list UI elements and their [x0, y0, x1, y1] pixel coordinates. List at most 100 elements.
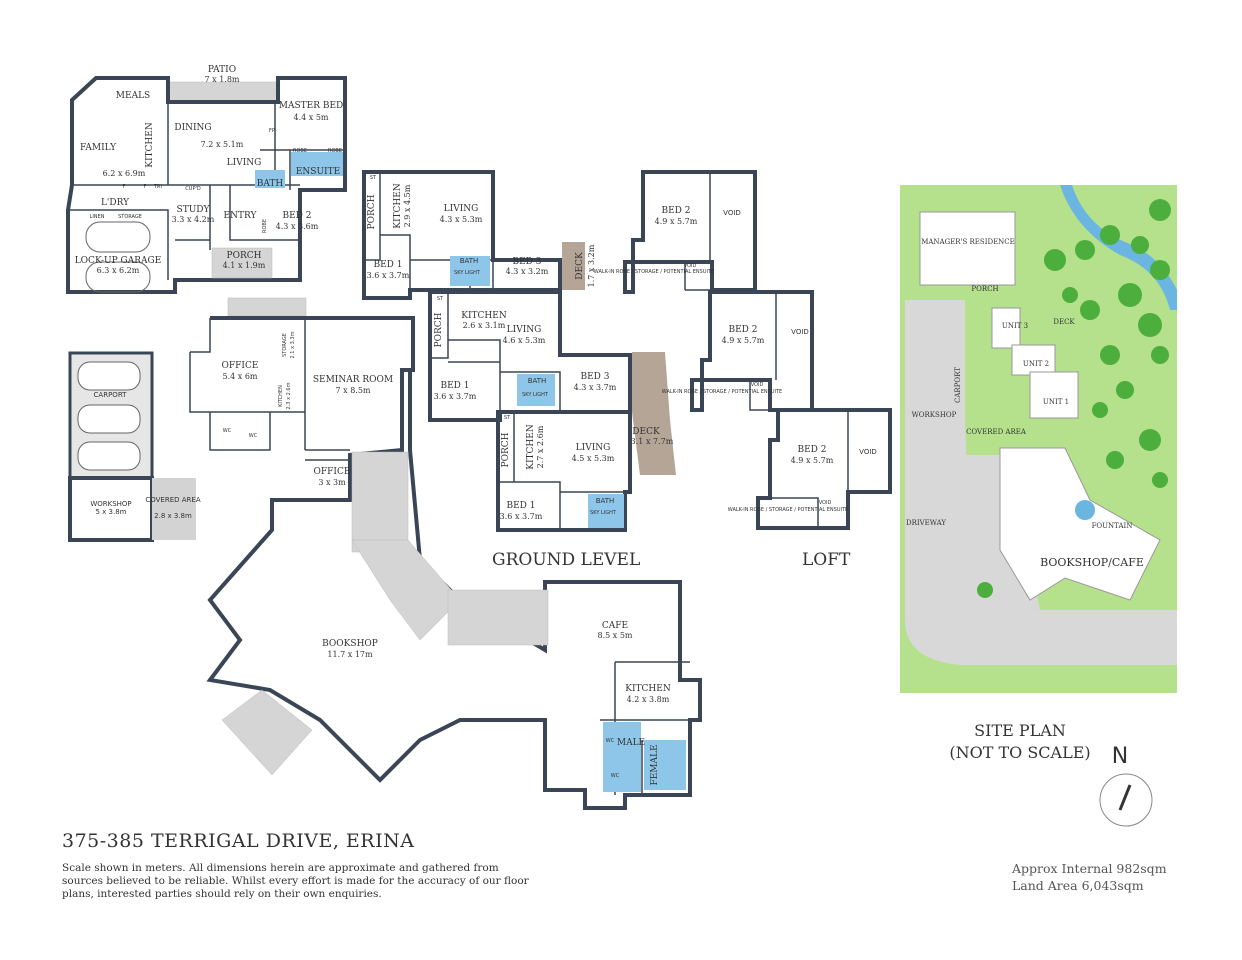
garage-cars — [85, 221, 151, 293]
unit-b-deck-label: DECK — [632, 427, 660, 437]
unit-a-deck — [562, 242, 585, 290]
workshop-dim: 5 x 3.8m — [96, 508, 127, 516]
walkway-tiles — [351, 539, 461, 641]
site-plan-subtitle: (NOT TO SCALE) — [949, 743, 1091, 762]
house-internal-walls — [68, 102, 345, 280]
commercial-kitchen-label: KITCHEN — [278, 385, 284, 407]
unit-a-bed3: BED 3 — [513, 257, 542, 267]
unit-a-porch: PORCH — [367, 194, 377, 229]
unit-b-kitchen-dim: 2.6 x 3.1m — [463, 321, 506, 330]
loft-c-bed2: BED 2 — [798, 445, 827, 455]
entry-label: ENTRY — [224, 211, 258, 221]
robe-label-1: ROBE — [293, 148, 307, 154]
loft-a-void: VOID — [723, 209, 741, 217]
ground-level-heading: GROUND LEVEL — [492, 550, 641, 570]
site-deck-label: DECK — [1053, 318, 1075, 326]
unit-a-sky: SKY LIGHT — [454, 270, 481, 276]
unit-c-bath-wet — [588, 494, 624, 528]
wc-label-2: WC — [249, 433, 258, 439]
house-porch-dim: 4.1 x 1.9m — [223, 261, 266, 270]
unit-c-bath: BATH — [596, 497, 615, 505]
ensuite-label: ENSUITE — [296, 167, 340, 177]
unit-c-bed1: BED 1 — [507, 501, 536, 511]
wc-label-1: WC — [223, 428, 232, 434]
house-f-label: F — [144, 184, 147, 190]
loft-c-wir: WALK-IN ROBE / STORAGE / POTENTIAL ENSUI… — [728, 507, 848, 513]
fireplace-label: FP — [269, 128, 275, 134]
unit-b-plan: ST PORCH KITCHEN 2.6 x 3.1m LIVING 4.6 x… — [428, 290, 676, 475]
family-label: FAMILY — [80, 143, 117, 153]
cafe-kitchen-dim: 4.2 x 3.8m — [627, 695, 670, 704]
unit-a-bath: BATH — [460, 257, 479, 265]
entry-tiles-top — [227, 297, 307, 317]
cafe-kitchen-label: KITCHEN — [625, 684, 671, 694]
commercial-kitchen-dim: 2.3 x 2.6m — [286, 382, 292, 409]
property-address: 375-385 TERRIGAL DRIVE, ERINA — [62, 830, 415, 852]
unit-c-st: ST — [504, 415, 511, 421]
loft-a-bed2-dim: 4.9 x 5.7m — [655, 217, 698, 226]
male-wc-wet-area — [603, 722, 641, 792]
unit-a-deck-dim: 1.7 x 3.2m — [587, 244, 596, 287]
unit-a-st: ST — [370, 175, 377, 181]
garage-label: LOCK-UP GARAGE — [75, 256, 162, 266]
dining-dim: 7.2 x 5.1m — [201, 140, 244, 149]
unit-c-bed1-dim: 3.6 x 3.7m — [500, 512, 543, 521]
dining-label: DINING — [174, 123, 211, 133]
bookshop-dim: 11.7 x 17m — [327, 650, 373, 659]
cupboard-label: CUP'D — [185, 186, 201, 192]
loft-b-void-2: VOID — [751, 382, 764, 388]
patio-dim: 7 x 1.8m — [205, 75, 240, 84]
commercial-storage-dim: 2.1 x 3.3m — [290, 331, 296, 358]
laundry-label: L'DRY — [101, 198, 130, 208]
main-house-plan: PATIO 7 x 1.8m MEALS FAMILY 6.2 x 6.9m K… — [66, 65, 347, 294]
covered-label: COVERED AREA — [145, 496, 200, 504]
land-area: Land Area 6,043sqm — [1012, 878, 1144, 893]
female-wc-wet-area — [644, 740, 686, 790]
site-trees — [977, 199, 1171, 598]
bath-wet-area — [255, 170, 285, 188]
unit-c-porch: PORCH — [501, 432, 511, 467]
ensuite-wet-area — [291, 152, 343, 176]
house-tri-label: TRI — [153, 184, 162, 190]
carport-car-3 — [77, 441, 141, 471]
patio-label: PATIO — [208, 65, 236, 75]
bookshop-label: BOOKSHOP — [322, 639, 378, 649]
unit-b-bed3: BED 3 — [581, 372, 610, 382]
carport-car-2 — [77, 404, 141, 434]
unit-c-kitchen-dim: 2.7 x 2.6m — [536, 425, 545, 468]
unit-b-living-dim: 4.6 x 5.3m — [503, 336, 546, 345]
unit-b-living: LIVING — [507, 325, 542, 335]
unit-a-plan: ST PORCH KITCHEN 2.9 x 4.5m LIVING 4.3 x… — [362, 170, 596, 300]
living-label: LIVING — [227, 158, 262, 168]
loft-a-wir: WALK-IN ROBE / STORAGE / POTENTIAL ENSUI… — [594, 269, 714, 275]
linen-label: LINEN — [90, 214, 105, 220]
approx-internal-area: Approx Internal 982sqm — [1012, 861, 1167, 876]
unit-b-porch: PORCH — [434, 312, 444, 347]
site-plan-title: SITE PLAN — [974, 721, 1066, 740]
unit-a-bed1: BED 1 — [374, 260, 403, 270]
site-workshop-label: WORKSHOP — [912, 411, 957, 419]
house-f-label-2: F — [123, 184, 126, 190]
house-outer-wall — [66, 76, 347, 294]
gallery-tiles — [351, 451, 409, 553]
study-label: STUDY — [177, 205, 211, 215]
carport-car-1 — [77, 361, 141, 391]
male-label: MALE — [617, 738, 645, 748]
loft-c-void: VOID — [859, 448, 877, 456]
north-compass-circle — [1099, 773, 1153, 827]
unit-c-plan: ST PORCH KITCHEN 2.7 x 2.6m LIVING 4.5 x… — [496, 410, 632, 532]
site-managers-building — [919, 211, 1016, 286]
bookshop-porch-tiles — [221, 689, 313, 776]
site-unit1-building — [1029, 371, 1079, 419]
cafe-dim: 8.5 x 5m — [598, 631, 633, 640]
site-fountain-label: FOUNTAIN — [1092, 522, 1133, 530]
loft-a-internal — [625, 172, 712, 291]
site-bookshop-label: BOOKSHOP/CAFE — [1040, 556, 1144, 569]
commercial-plan: OFFICE 5.4 x 6m STORAGE 2.1 x 3.3m KITCH… — [189, 297, 702, 810]
site-creek — [1060, 185, 1177, 310]
unit-a-kitchen-dim: 2.9 x 4.5m — [403, 184, 412, 227]
study-dim: 3.3 x 4.2m — [172, 215, 215, 224]
house-bed2-robe-label: ROBE — [262, 219, 268, 233]
unit-b-deck-dim: 3.1 x 7.7m — [631, 437, 674, 446]
